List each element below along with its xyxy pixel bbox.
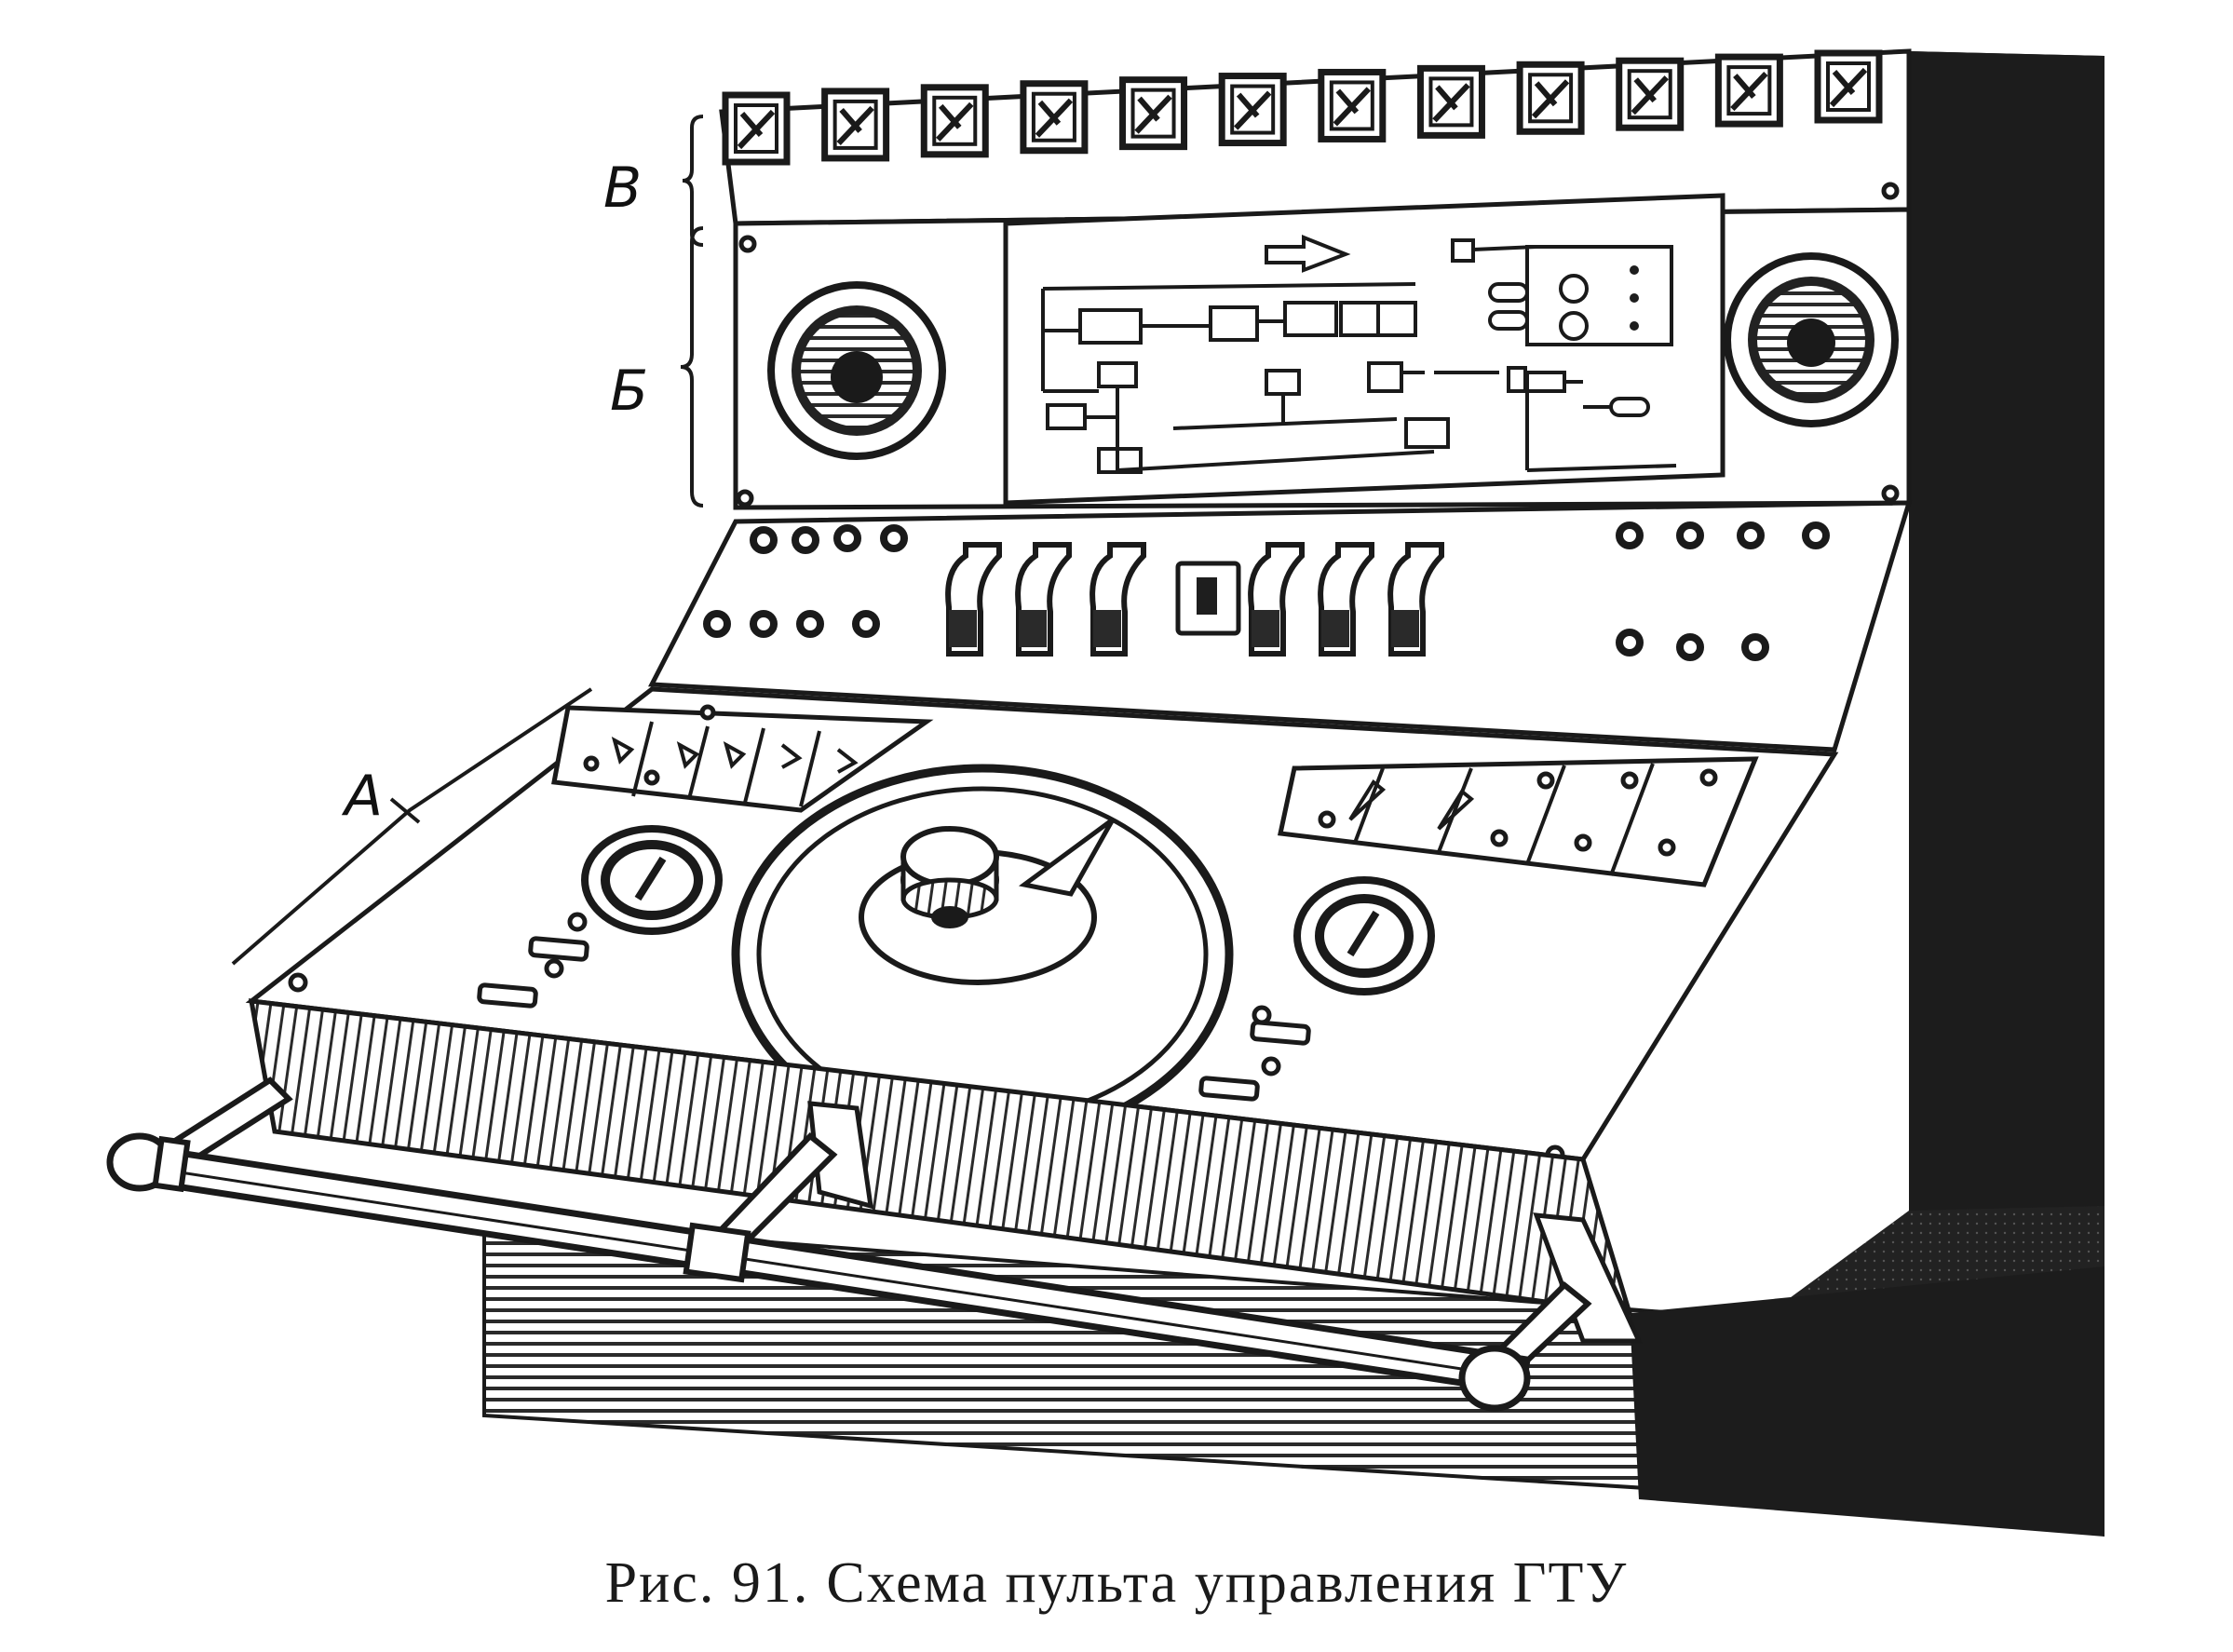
signal-lamp [750, 526, 778, 554]
signal-lamp [1616, 521, 1644, 549]
front-grille [248, 998, 1643, 1344]
indicator-lamp [920, 84, 989, 158]
signal-lamp [1676, 633, 1704, 661]
signal-lamp [1802, 521, 1830, 549]
toggle-switch [1318, 542, 1374, 657]
figure-caption: Рис. 91.Схема пульта управления ГТУ [0, 1550, 2233, 1617]
signal-lamp [1741, 633, 1769, 661]
indicator-strip [719, 48, 1912, 226]
cabinet-side-body [1639, 51, 2104, 1537]
indicator-lamp [821, 88, 890, 162]
signal-lamp [1616, 629, 1644, 657]
section-label-v: В [603, 156, 642, 221]
signal-lamp [750, 610, 778, 638]
indicator-lamp [1616, 57, 1685, 131]
indicator-lamp [1814, 49, 1883, 124]
left-gauge [767, 281, 946, 460]
section-label-b: Б [610, 359, 648, 424]
indicator-lamp [1416, 64, 1485, 139]
switch-row-panel [648, 500, 1913, 752]
signal-lamps [703, 521, 1830, 661]
caption-number: Рис. 91. [604, 1551, 810, 1615]
signal-lamp [792, 526, 819, 554]
signal-lamp [1676, 521, 1704, 549]
signal-lamp [796, 610, 824, 638]
indicator-lamp [722, 91, 791, 166]
hand-rail [106, 1077, 1592, 1412]
indicator-lamp [1516, 61, 1585, 135]
indicator-lamp [1020, 80, 1089, 155]
indicator-lamp [1119, 76, 1188, 151]
right-switch-block [1318, 763, 1718, 876]
signal-lamp [852, 610, 880, 638]
indicator-lamp [1318, 68, 1387, 142]
caption-title: Схема пульта управления ГТУ [826, 1551, 1629, 1615]
signal-lamp [880, 524, 908, 552]
right-gauge [1724, 252, 1899, 427]
mimic-panel [733, 182, 1912, 510]
console-base [482, 1217, 2104, 1537]
toggle-switch [1248, 542, 1305, 657]
indicator-lamp [1218, 73, 1287, 147]
toggle-switch [1387, 542, 1444, 657]
section-brackets [231, 115, 704, 966]
toggle-switches [945, 542, 1444, 657]
left-switch-block [583, 704, 859, 807]
right-small-gauge [1293, 876, 1435, 995]
left-small-gauge [581, 825, 723, 935]
flow-schematic [1003, 193, 1726, 506]
main-desk [245, 686, 1839, 1165]
signal-lamp [1737, 521, 1765, 549]
toggle-switch [1015, 542, 1072, 657]
signal-lamp [833, 524, 861, 552]
section-label-a: А [341, 764, 383, 829]
toggle-switch [945, 542, 1002, 657]
indicator-lamp [1714, 53, 1783, 128]
toggle-switch [1089, 542, 1146, 657]
indicator-lamps [722, 49, 1883, 166]
signal-lamp [703, 610, 731, 638]
